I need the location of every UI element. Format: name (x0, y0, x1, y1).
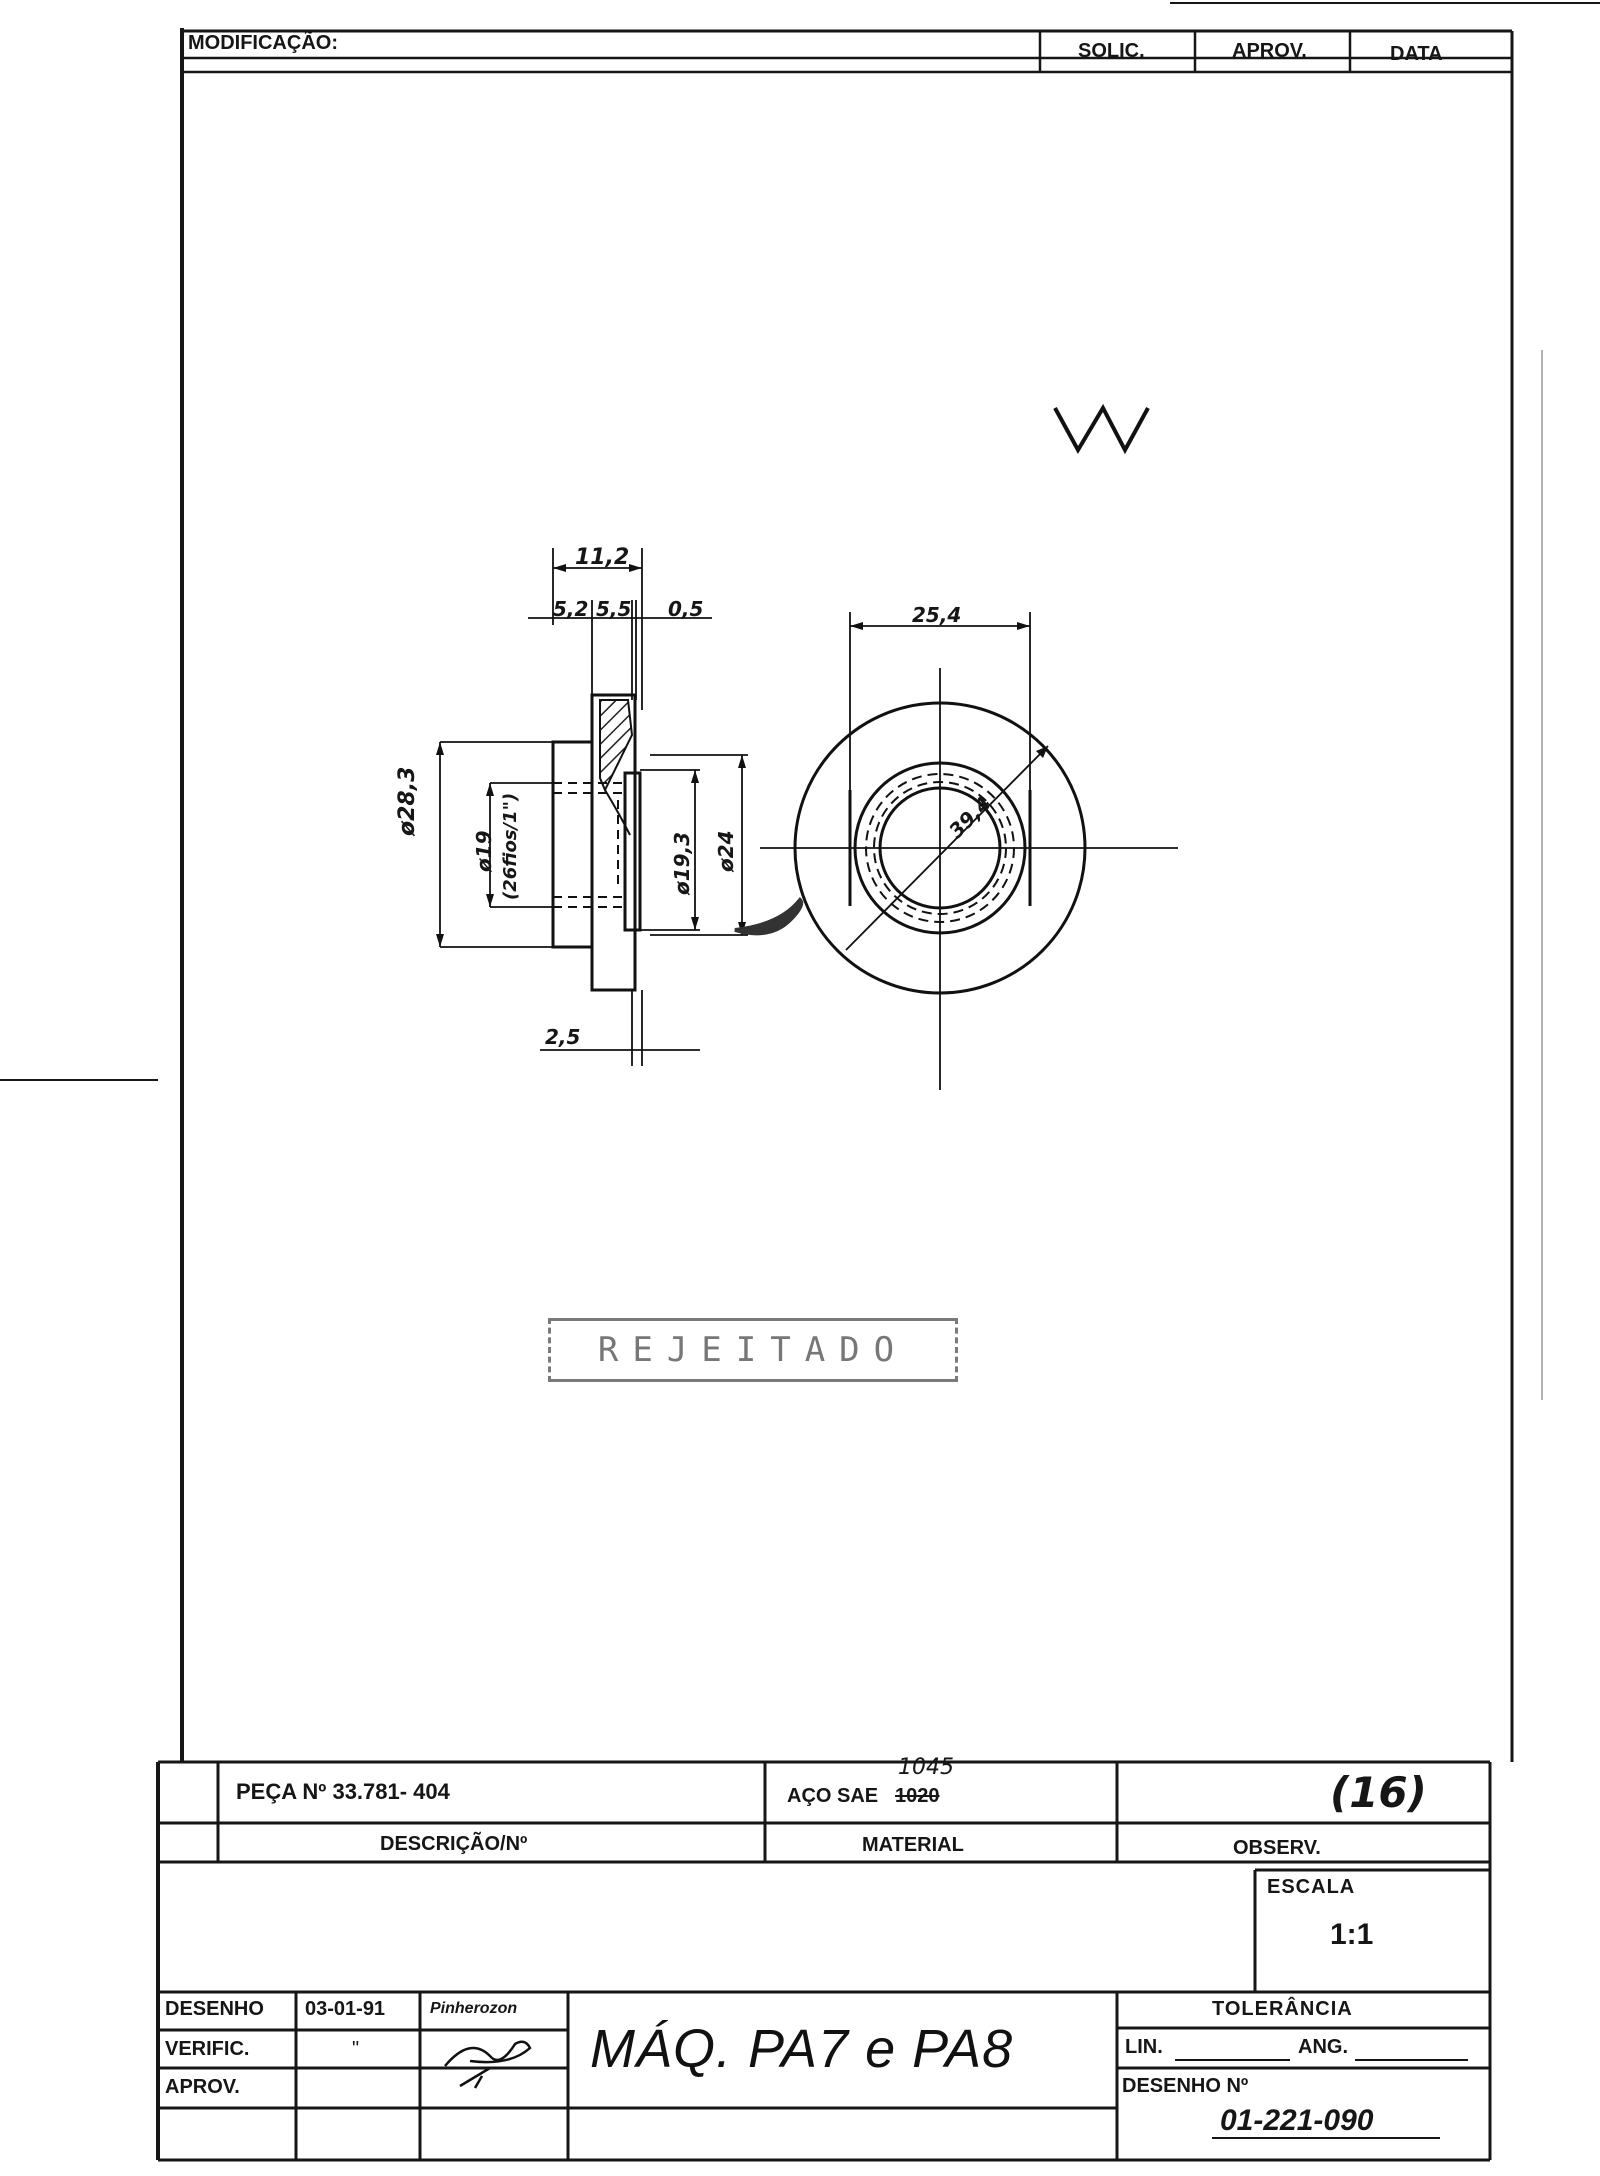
desenho-label: DESENHO (165, 1998, 264, 2020)
dim-0-5: 0,5 (668, 597, 704, 621)
dim-5-5: 5,5 (596, 597, 632, 621)
dim-5-2: 5,2 (553, 597, 589, 621)
desenho-name: Pinherozon (430, 2000, 518, 2017)
title-block-lines (158, 1762, 1490, 2160)
ink-smudge (734, 897, 804, 936)
verific-label: VERIFIC. (165, 2038, 250, 2060)
dim-11-2: 11,2 (575, 545, 630, 570)
modificacao-label: MODIFICAÇÃO: (188, 32, 338, 54)
verific-value: " (352, 2038, 360, 2060)
dim-dia-19-3: ø19,3 (670, 831, 694, 895)
descricao-header: DESCRIÇÃO/Nº (380, 1833, 528, 1855)
revision-block-lines (182, 31, 1512, 74)
observ-header: OBSERV. (1233, 1837, 1321, 1859)
material-old-grade: 1020 (895, 1785, 940, 1807)
front-view (760, 612, 1178, 1090)
lin-label: LIN. (1125, 2036, 1163, 2058)
material-new-grade: 1045 (898, 1755, 954, 1780)
surface-finish-symbol (1053, 403, 1150, 455)
desenho-date: 03-01-91 (305, 1998, 386, 2020)
ang-label: ANG. (1298, 2036, 1348, 2058)
material-value: AÇO SAE (787, 1785, 879, 1807)
desenho-no-label: DESENHO Nº (1122, 2075, 1249, 2097)
escala-label: ESCALA (1267, 1876, 1356, 1898)
tolerance-blank-lines (1175, 2059, 1468, 2139)
desenho-no-value: 01-221-090 (1220, 2104, 1374, 2137)
peca-number: PEÇA Nº 33.781- 404 (236, 1779, 450, 1804)
solic-label: SOLIC. (1078, 40, 1145, 62)
material-header: MATERIAL (862, 1834, 964, 1856)
data-label: DATA (1390, 43, 1443, 65)
side-view (551, 693, 642, 992)
aprov-label-bottom: APROV. (165, 2076, 240, 2098)
signature-mark (444, 2040, 532, 2089)
dim-25-4: 25,4 (912, 603, 962, 627)
tolerancia-label: TOLERÂNCIA (1212, 1998, 1353, 2020)
front-view-arrows (850, 622, 1048, 758)
observ-value: (16) (1330, 1768, 1427, 1817)
dim-thread-spec: (26fios/1") (500, 792, 521, 900)
dim-dia-19: ø19 (472, 830, 496, 872)
rejeitado-stamp: REJEITADO (548, 1318, 958, 1382)
dim-dia-28-3: ø28,3 (395, 766, 420, 836)
side-view-dimensions (439, 548, 748, 1066)
aprov-label: APROV. (1232, 40, 1307, 62)
dim-2-5: 2,5 (545, 1025, 581, 1049)
sheet-title: MÁQ. PA7 e PA8 (590, 2019, 1014, 2079)
escala-value: 1:1 (1330, 1918, 1374, 1951)
dim-dia-24: ø24 (714, 830, 738, 872)
